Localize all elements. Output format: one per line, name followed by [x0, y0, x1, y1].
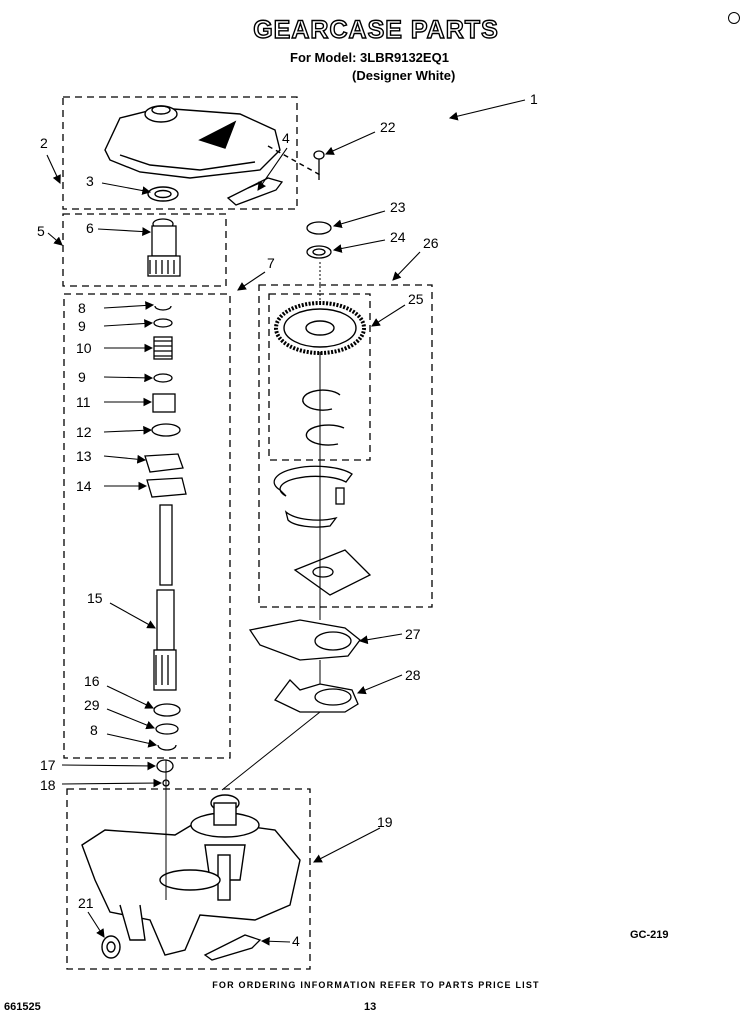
- group-box-drive-gear: [62, 213, 227, 287]
- page-title: GEARCASE PARTS: [253, 15, 499, 44]
- screw-part: [313, 150, 325, 180]
- callout-label: 26: [423, 235, 439, 251]
- seal-part: [101, 935, 121, 959]
- callout-label: 12: [76, 424, 92, 440]
- callout-label: 18: [40, 777, 56, 793]
- callout-label: 19: [377, 814, 393, 830]
- callout-label: 29: [84, 697, 100, 713]
- group-box-cover: [62, 96, 298, 210]
- callout-label: 4: [282, 130, 290, 146]
- grease-tube-part: [226, 177, 284, 206]
- group-box-shaft-parts: [63, 293, 231, 759]
- main-shaft-part: [153, 504, 177, 691]
- callout-label: 5: [37, 223, 45, 239]
- corner-circle-mark: [728, 12, 740, 24]
- callout-label: 28: [405, 667, 421, 683]
- callout-label: 8: [90, 722, 98, 738]
- grease-tube-part: [203, 934, 262, 961]
- shaft-small-parts: [144, 305, 187, 498]
- callout-label: 1: [530, 91, 538, 107]
- callout-label: 23: [390, 199, 406, 215]
- variant-line: (Designer White): [352, 68, 456, 83]
- figure-code: GC-219: [630, 929, 669, 941]
- callout-label: 6: [86, 220, 94, 236]
- callout-label: 4: [292, 933, 300, 949]
- large-gear-part: [274, 301, 366, 355]
- callout-label: 17: [40, 757, 56, 773]
- callout-label: 16: [84, 673, 100, 689]
- bearing-part: [147, 186, 179, 202]
- callout-label: 11: [76, 394, 91, 410]
- callout-label: 22: [380, 119, 396, 135]
- callout-label: 3: [86, 173, 94, 189]
- gearcase-cover-part: [104, 105, 323, 179]
- callout-label: 13: [76, 448, 92, 464]
- ordering-note: FOR ORDERING INFORMATION REFER TO PARTS …: [212, 980, 540, 990]
- shaft-lower-parts: [153, 703, 181, 787]
- group-box-gear-assembly: [258, 284, 433, 608]
- bearing-part: [306, 221, 332, 259]
- callout-label: 8: [78, 300, 86, 316]
- page-number: 13: [364, 1001, 377, 1013]
- bracket-part: [274, 679, 359, 713]
- callout-labels: 1 2 3 4 5 6 7 8 9 10 9 11 12 13 14 15 16…: [37, 91, 538, 949]
- drive-gear-part: [147, 218, 181, 277]
- callout-label: 25: [408, 291, 424, 307]
- callout-label: 10: [76, 340, 92, 356]
- callout-label: 2: [40, 135, 48, 151]
- callout-label: 9: [78, 369, 86, 385]
- callout-label: 27: [405, 626, 421, 642]
- callout-label: 14: [76, 478, 92, 494]
- group-box-gearcase: [66, 788, 311, 970]
- lever-part: [248, 619, 361, 661]
- shift-mechanism-part: [273, 465, 372, 596]
- model-line: For Model: 3LBR9132EQ1: [290, 50, 449, 65]
- gearcase-housing-part: [81, 794, 301, 956]
- clip-part: [302, 389, 345, 446]
- callout-label: 7: [267, 255, 275, 271]
- document-number: 661525: [4, 1001, 41, 1013]
- callout-label: 21: [78, 895, 94, 911]
- callout-label: 9: [78, 318, 86, 334]
- callout-label: 15: [87, 590, 103, 606]
- callout-label: 24: [390, 229, 406, 245]
